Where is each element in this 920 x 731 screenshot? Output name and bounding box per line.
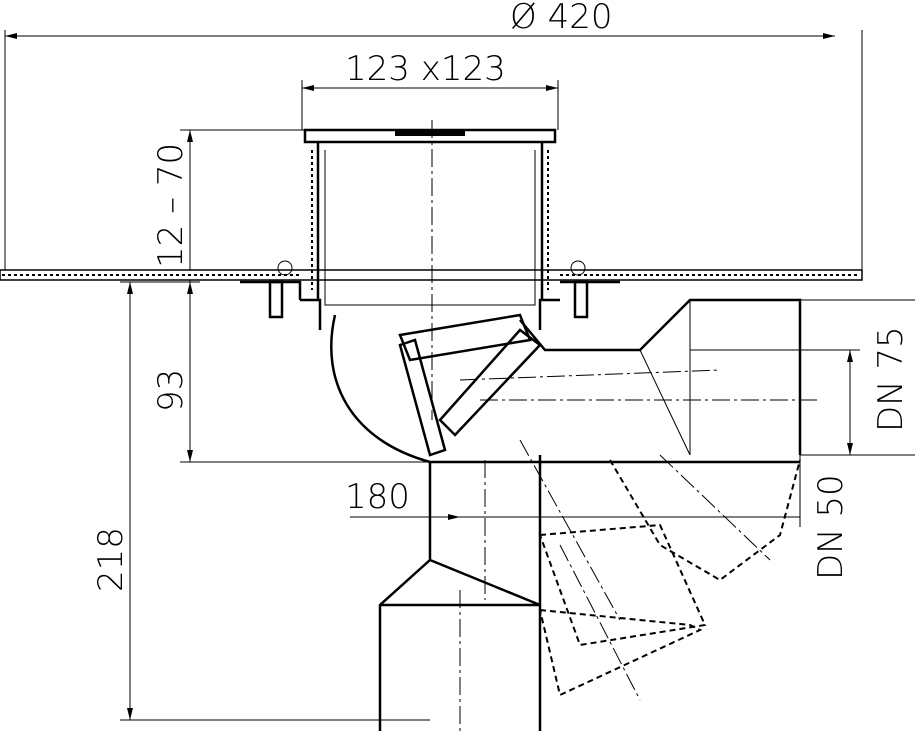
center-lines <box>431 120 820 731</box>
alternate-outlet-positions <box>538 459 801 697</box>
diameter-label: Ø 420 <box>510 0 612 37</box>
grate-size-label: 123 x123 <box>345 49 506 89</box>
dn50-label: DN 50 <box>811 474 851 580</box>
body-height-label: 93 <box>151 369 191 412</box>
dn75-label: DN 75 <box>871 326 911 432</box>
height-adjust-label: 12 – 70 <box>151 143 191 268</box>
outlet-offset-label: 180 <box>345 477 410 517</box>
total-height-label: 218 <box>91 527 131 592</box>
flange-plate <box>0 269 863 281</box>
drain-body <box>240 128 802 731</box>
dimension-lines <box>4 30 915 721</box>
